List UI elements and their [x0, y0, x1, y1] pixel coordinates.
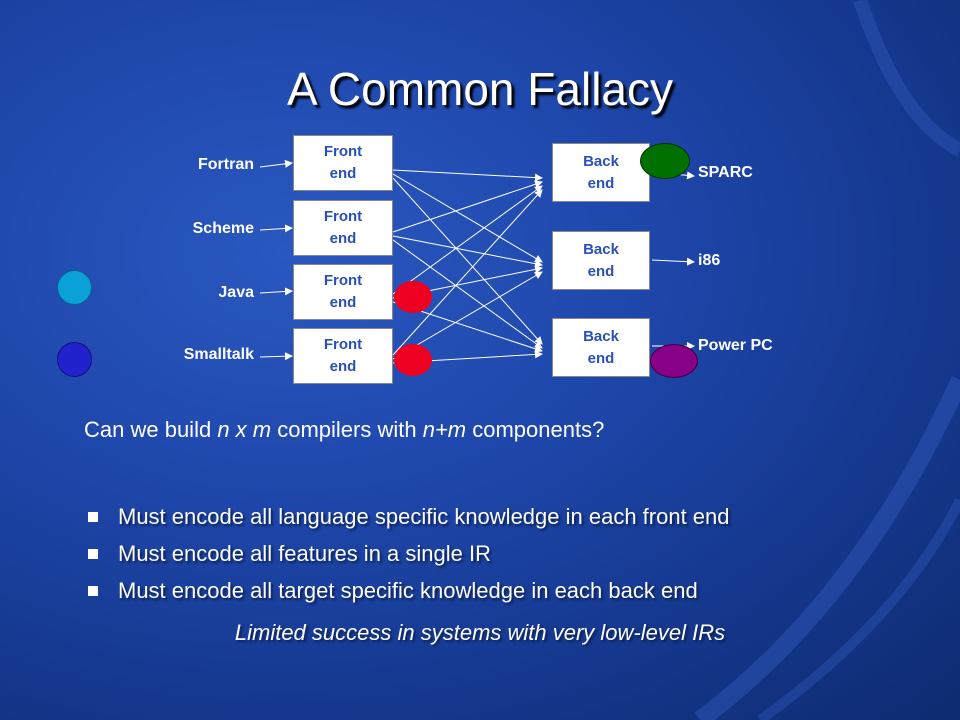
bullet-square-icon [88, 549, 98, 559]
red-circle-java [394, 281, 432, 313]
bullet-item: Must encode all language specific knowle… [86, 503, 730, 540]
mesh-f2-b3 [392, 239, 543, 349]
slide-title: A Common Fallacy [286, 63, 673, 115]
purple-circle-powerpc [650, 344, 698, 378]
red-circle-smalltalk [394, 344, 432, 376]
mesh-f1-b3 [392, 177, 543, 345]
back-end-box-1: Back end [552, 143, 650, 202]
target-i86: i86 [698, 252, 721, 269]
conclusion-text: Limited success in systems with very low… [234, 620, 726, 645]
back-end-box-3: Back end [552, 318, 650, 377]
arrow-i86 [651, 257, 695, 266]
front-end-box-3: Front end [293, 264, 393, 320]
arrow-fortran [259, 159, 293, 168]
bullet-item: Must encode all target specific knowledg… [86, 577, 730, 614]
front-end-box-4: Front end [293, 328, 393, 384]
mesh-f1-b1 [392, 169, 543, 182]
green-circle-sparc [640, 143, 690, 179]
question-text: Can we build n x m compilers with n+m co… [84, 417, 605, 442]
target-powerpc: Power PC [698, 337, 773, 354]
language-java: Java [218, 284, 254, 301]
bullet-list: Must encode all language specific knowle… [86, 503, 730, 614]
mesh-f2-b2 [392, 235, 543, 268]
language-fortran: Fortran [198, 156, 254, 173]
mesh-f4-b1 [392, 189, 543, 356]
bullet-square-icon [88, 586, 98, 596]
arrow-scheme [259, 224, 293, 233]
language-smalltalk: Smalltalk [183, 346, 254, 363]
bullet-item: Must encode all features in a single IR [86, 540, 730, 577]
front-end-box-1: Front end [293, 135, 393, 191]
language-scheme: Scheme [192, 220, 254, 237]
mesh-f2-b1 [392, 180, 543, 233]
arrow-smalltalk [259, 352, 293, 361]
front-end-box-2: Front end [293, 200, 393, 256]
blue-circle [57, 342, 92, 377]
cyan-circle [57, 270, 92, 305]
mesh-f1-b2 [392, 173, 543, 263]
arrow-java [259, 287, 293, 296]
back-end-box-2: Back end [552, 231, 650, 290]
bullet-square-icon [88, 512, 98, 522]
mesh-f3-b1 [392, 185, 543, 295]
target-sparc: SPARC [698, 164, 753, 181]
